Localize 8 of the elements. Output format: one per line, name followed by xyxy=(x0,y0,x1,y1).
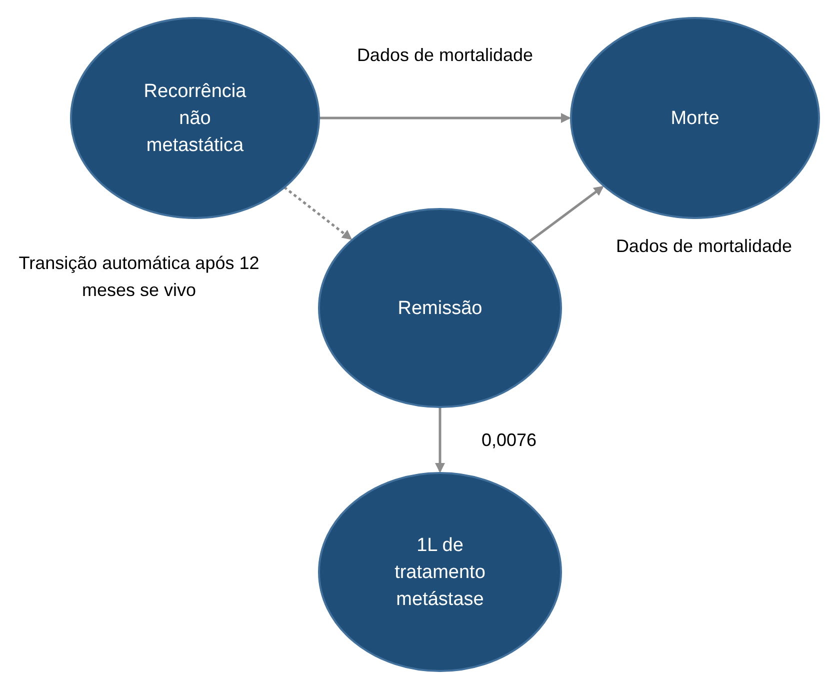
state-label: Recorrência não metastática xyxy=(142,80,248,158)
arrow xyxy=(528,186,604,242)
state-label: Remissão xyxy=(398,296,482,320)
arrow xyxy=(435,407,445,473)
state-label: Morte xyxy=(670,106,720,130)
state-label: 1L de tratamento metástase xyxy=(394,534,486,612)
arrow xyxy=(319,113,571,123)
arrow xyxy=(284,186,352,240)
